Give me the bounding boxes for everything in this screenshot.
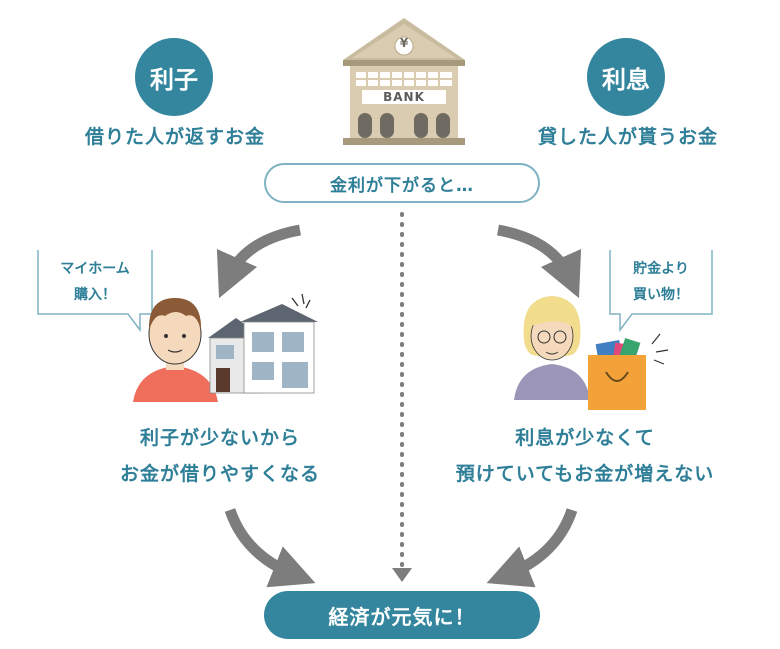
arrow-right-bottom bbox=[486, 508, 578, 588]
right-bubble-line1: 貯金より bbox=[633, 261, 689, 277]
interest-paid-circle: 利子 bbox=[135, 38, 213, 116]
result-label: 経済が元気に！ bbox=[264, 591, 540, 639]
right-explanation: 利息が少なくて 預けていてもお金が増えない bbox=[425, 420, 745, 492]
left-bubble-line1: マイホーム bbox=[60, 261, 130, 277]
arrow-left-top bbox=[216, 224, 302, 299]
shopping-bag-icon bbox=[588, 333, 669, 410]
right-bubble-text: 貯金より 買い物！ bbox=[610, 256, 712, 308]
bank-sign: BANK bbox=[383, 90, 425, 104]
bank-yen-symbol: ¥ bbox=[399, 36, 409, 50]
left-explanation-line1: 利子が少ないから bbox=[139, 427, 300, 449]
house-icon bbox=[208, 293, 318, 394]
right-bubble-line2: 買い物！ bbox=[633, 287, 689, 303]
down-arrow-icon bbox=[392, 568, 412, 582]
left-explanation-line2: お金が借りやすくなる bbox=[119, 463, 320, 485]
woman-icon bbox=[514, 296, 590, 400]
arrow-left-bottom bbox=[224, 508, 316, 588]
right-explanation-line2: 預けていてもお金が増えない bbox=[455, 463, 715, 485]
right-explanation-line1: 利息が少なくて bbox=[515, 427, 655, 449]
interest-received-caption: 貸した人が貰うお金 bbox=[537, 126, 718, 148]
left-bubble-line2: 購入！ bbox=[74, 287, 116, 303]
bank-icon bbox=[343, 18, 465, 145]
man-icon bbox=[133, 298, 218, 402]
speech-bubble-right bbox=[609, 250, 713, 333]
interest-received-circle: 利息 bbox=[587, 38, 665, 116]
left-bubble-text: マイホーム 購入！ bbox=[38, 256, 152, 308]
interest-paid-caption: 借りた人が返すお金 bbox=[84, 126, 265, 148]
left-explanation: 利子が少ないから お金が借りやすくなる bbox=[90, 420, 350, 492]
arrow-right-top bbox=[496, 224, 582, 299]
condition-label: 金利が下がると… bbox=[264, 163, 540, 203]
